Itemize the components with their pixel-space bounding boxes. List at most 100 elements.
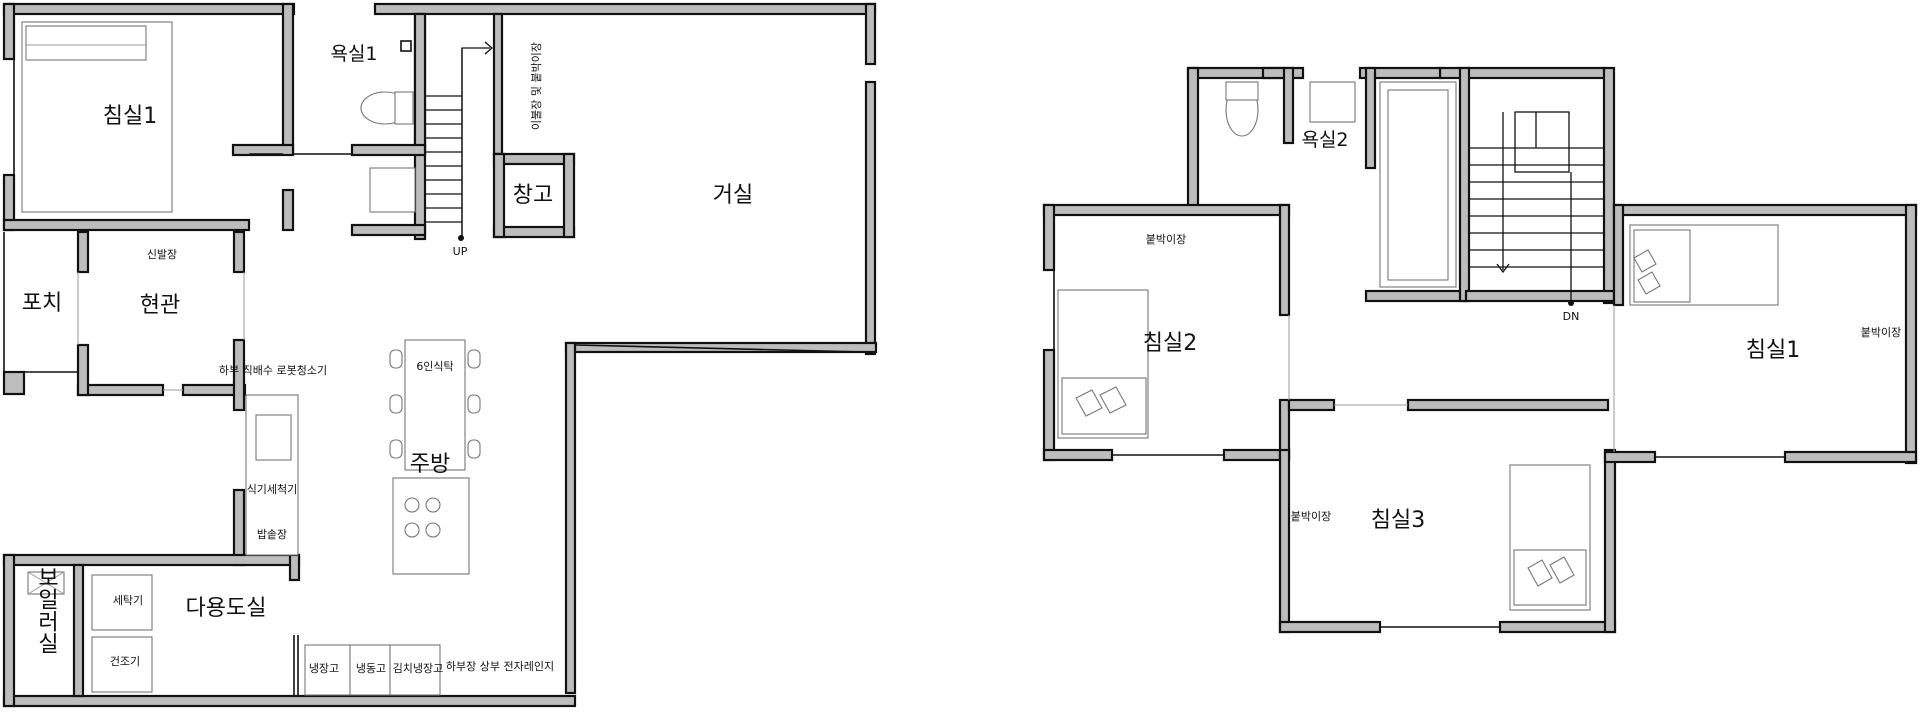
label-builtin-closet-c: 붙박이장 xyxy=(1291,510,1331,523)
label-entrance: 현관 xyxy=(140,293,180,318)
bed-bedroom2 xyxy=(1057,289,1149,439)
upper-floor-plan: 욕실2 침실2 침실1 침실3 붙박이장 붙박이장 붙박이장 DN xyxy=(1042,66,1918,634)
wall-up-stair-right xyxy=(1602,66,1616,305)
stair-ground xyxy=(425,41,493,241)
wall-up-bed3-bottom xyxy=(1278,620,1382,634)
wall-bedroom1-bottom xyxy=(2,218,251,232)
wall-stair-left xyxy=(413,12,427,241)
label-dishwasher: 식기세척기 xyxy=(247,483,298,496)
label-builtin-closet-a: 붙박이장 xyxy=(1146,233,1186,246)
label-rice-cabinet: 밥솥장 xyxy=(257,528,287,541)
wall-up-bed1-bottom xyxy=(1603,450,1657,464)
wall-up-stair-bottom xyxy=(1464,289,1616,303)
wall-left-bedroom1 xyxy=(2,2,16,61)
label-builtin-closet-b: 붙박이장 xyxy=(1861,326,1901,339)
label-microwave: 하부장 상부 전자레인지 xyxy=(446,659,554,673)
wall-bath1-bottom xyxy=(231,143,295,157)
wall-right-upper xyxy=(864,2,877,66)
wall-storage-right xyxy=(562,152,576,239)
wall-porch-left-low xyxy=(76,343,90,397)
wall-utility-right xyxy=(288,553,301,582)
wall-stair-right xyxy=(492,12,504,156)
wall-storage-left xyxy=(492,152,506,239)
label-dryer: 건조기 xyxy=(110,655,140,668)
label-bedroom2: 침실2 xyxy=(1143,331,1197,356)
freezer-cabinet xyxy=(349,644,391,696)
label-utility: 다용도실 xyxy=(186,596,267,621)
label-fridge: 냉장고 xyxy=(309,662,339,675)
fridge-cabinet xyxy=(304,644,351,696)
wall-left-utility xyxy=(2,553,16,708)
wall-bedroom1-right xyxy=(281,2,295,156)
wall-up-bed1-right xyxy=(1904,203,1918,465)
wall-up-corridor-left xyxy=(1287,398,1336,412)
stair-label-dn: DN xyxy=(1563,310,1580,323)
wall-up-bath2-right xyxy=(1364,66,1377,170)
wall-up-bed2-top xyxy=(1042,203,1291,217)
wall-up-bed2-right xyxy=(1278,203,1291,317)
wall-bedroom1-right-low xyxy=(281,188,295,232)
wall-kitchen-left xyxy=(232,338,246,412)
sink-bath2 xyxy=(1309,81,1356,123)
wall-boiler-right xyxy=(72,563,85,698)
label-kitchen: 주방 xyxy=(410,452,450,477)
stair-upper xyxy=(1469,111,1604,306)
wall-up-bed3-left xyxy=(1278,448,1291,634)
label-washer: 세탁기 xyxy=(113,594,143,607)
label-robot-cleaner: 하부 직배수 로봇청소기 xyxy=(219,363,327,377)
label-bedroom1-upper: 침실1 xyxy=(1746,338,1800,363)
bed-bedroom1-upper xyxy=(1629,224,1779,306)
label-storage: 창고 xyxy=(513,183,553,208)
wall-up-corridor-right xyxy=(1406,398,1610,412)
wall-up-bed2-bottom xyxy=(1042,448,1114,462)
wall-up-bed3-right xyxy=(1603,448,1617,634)
label-boiler: 보일러실 xyxy=(34,566,59,654)
wall-bath1-lower xyxy=(350,143,427,157)
label-freezer: 냉동고 xyxy=(356,662,386,675)
porch-column xyxy=(2,370,26,396)
label-dining-table: 6인식탁 xyxy=(416,360,453,373)
wall-utility-top xyxy=(2,553,301,567)
wall-up-void-bottom xyxy=(1364,289,1468,303)
wall-up-bed3-bottom-r xyxy=(1498,620,1617,634)
wall-storage-bottom xyxy=(492,225,576,239)
label-porch: 포치 xyxy=(22,291,62,316)
stair-label-up: UP xyxy=(453,245,468,258)
label-living: 거실 xyxy=(713,183,753,208)
wall-up-bed1-left xyxy=(1612,203,1625,307)
kimchi-cabinet xyxy=(389,644,441,696)
label-bath1: 욕실1 xyxy=(330,43,377,65)
wall-storage-top xyxy=(492,152,576,166)
sink-bath1 xyxy=(369,167,416,213)
washer xyxy=(91,574,153,631)
wall-entrance-top xyxy=(76,230,90,274)
wall-up-top-stairmid xyxy=(1358,66,1442,80)
wall-up-bed2-left xyxy=(1042,203,1056,272)
label-bedroom1-ground: 침실1 xyxy=(103,104,157,129)
wall-kitchen-left-low xyxy=(232,488,246,567)
label-kimchi-fridge: 김치냉장고 xyxy=(393,662,444,675)
wall-up-bath-left xyxy=(1186,66,1200,210)
dryer xyxy=(91,636,153,693)
dining-table xyxy=(404,339,466,471)
bed-bedroom3 xyxy=(1509,464,1591,611)
wall-up-bed1-bottom-r xyxy=(1783,450,1918,464)
wall-up-bath-div xyxy=(1282,66,1295,145)
wall-up-bed2-left-low xyxy=(1042,348,1056,462)
label-dress-room: 이불장 및 붙박이장 xyxy=(530,42,543,130)
wall-bottom xyxy=(2,694,577,708)
wall-right-lower xyxy=(864,80,877,356)
wall-kitchen-right xyxy=(564,341,577,695)
wall-entrance-bottom xyxy=(76,383,165,397)
wall-top-bedroom1 xyxy=(2,2,296,16)
wall-sink-box xyxy=(350,223,427,237)
wall-top-main xyxy=(373,2,877,16)
wall-up-bed1-top xyxy=(1612,203,1918,217)
label-shoe-cabinet: 신발장 xyxy=(147,248,177,261)
label-bedroom3: 침실3 xyxy=(1371,508,1425,533)
ground-floor-plan: 침실1 욕실1 이불장 및 붙박이장 창고 거실 포치 현관 신발장 하부 직배… xyxy=(2,2,878,708)
wall-up-void-right xyxy=(1458,66,1471,303)
label-bath2: 욕실2 xyxy=(1301,129,1348,151)
wall-entrance-top-r xyxy=(232,230,246,274)
